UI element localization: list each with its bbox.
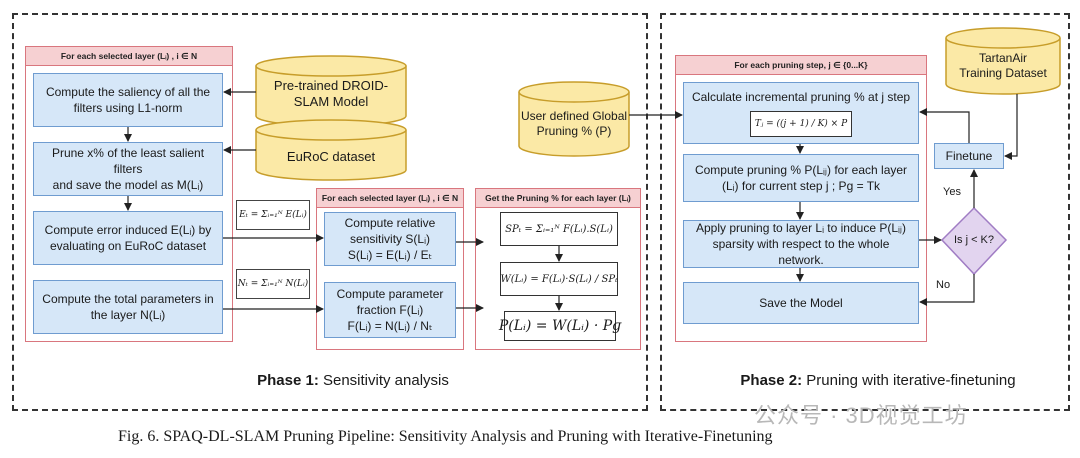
compute-layer-pruning-box: Compute pruning % P(Lᵢⱼ) for each layer … bbox=[683, 154, 919, 202]
relative-sensitivity-box: Compute relative sensitivity S(Lᵢ) S(Lᵢ)… bbox=[324, 212, 456, 266]
incremental-pruning-box: Calculate incremental pruning % at j ste… bbox=[683, 82, 919, 144]
decision-label: Is j < K? bbox=[953, 234, 995, 246]
compute-params-box: Compute the total parameters in the laye… bbox=[33, 280, 223, 334]
phase2-title: Phase 2: Pruning with iterative-finetuni… bbox=[716, 372, 1040, 389]
parameter-fraction-box: Compute parameter fraction F(Lᵢ) F(Lᵢ) =… bbox=[324, 282, 456, 338]
phase1-title-rest: Sensitivity analysis bbox=[318, 372, 449, 389]
phase1-title-bold: Phase 1: bbox=[257, 372, 319, 389]
et-formula: Eₜ = Σᵢ₌₁ᴺ E(Lᵢ) bbox=[236, 200, 310, 230]
tartanair-database-icon bbox=[945, 27, 1061, 95]
weight-formula: W(Lᵢ) = F(Lᵢ)·S(Lᵢ) / SPₜ bbox=[500, 262, 618, 296]
euroc-dataset-label: EuRoC dataset bbox=[286, 148, 376, 164]
incremental-pruning-label: Calculate incremental pruning % at j ste… bbox=[691, 90, 911, 104]
arrow-finetune-to-incremental bbox=[919, 108, 970, 143]
phase2-title-bold: Phase 2: bbox=[740, 372, 803, 389]
figure-caption: Fig. 6. SPAQ-DL-SLAM Pruning Pipeline: S… bbox=[118, 428, 773, 445]
no-label: No bbox=[936, 279, 951, 291]
pruning-step-header: For each pruning step, j ∈ {0...K} bbox=[676, 56, 926, 75]
arrow-tartanair-to-finetune bbox=[1004, 94, 1018, 160]
incremental-formula: Tⱼ = ((j + 1) / K) × P bbox=[750, 111, 852, 138]
prune-filters-box: Prune x% of the least salient filters an… bbox=[33, 142, 223, 196]
nt-formula: Nₜ = Σᵢ₌₁ᴺ N(Lᵢ) bbox=[236, 269, 310, 299]
pruning-percent-header: Get the Pruning % for each layer (Lᵢ) bbox=[476, 189, 640, 208]
finetune-box: Finetune bbox=[934, 143, 1004, 169]
euroc-database-icon bbox=[255, 119, 407, 181]
phase2-title-rest: Pruning with iterative-finetuning bbox=[802, 372, 1016, 389]
spt-formula: SPₜ = Σᵢ₌₁ᴺ F(Lᵢ).S(Lᵢ) bbox=[500, 212, 618, 246]
watermark: 公众号 · 3D视觉工坊 bbox=[754, 403, 968, 428]
sensitivity-loop-header: For each selected layer (Lᵢ) , i ∈ N bbox=[317, 189, 463, 208]
phase2-border bbox=[660, 13, 1070, 411]
droid-database-icon bbox=[255, 55, 407, 127]
droid-model-label: Pre-trained DROID- SLAM Model bbox=[273, 77, 389, 109]
save-model-box: Save the Model bbox=[683, 282, 919, 324]
yes-label: Yes bbox=[943, 186, 961, 198]
apply-pruning-box: Apply pruning to layer Lᵢ to induce P(Lᵢ… bbox=[683, 220, 919, 268]
tartanair-label: TartanAir Training Dataset bbox=[959, 51, 1047, 80]
global-pruning-database-icon bbox=[518, 81, 630, 157]
layer-loop-header: For each selected layer (Lᵢ) , i ∈ N bbox=[26, 47, 232, 66]
phase1-border bbox=[12, 13, 648, 411]
phase1-title: Phase 1: Sensitivity analysis bbox=[240, 372, 466, 389]
arrow-decision-to-save bbox=[919, 274, 975, 306]
compute-error-box: Compute error induced E(Lᵢ) by evaluatin… bbox=[33, 211, 223, 265]
compute-saliency-box: Compute the saliency of all the filters … bbox=[33, 73, 223, 127]
global-pruning-label: User defined Global Pruning % (P) bbox=[520, 109, 628, 138]
pruning-percent-formula: P(Lᵢ) = W(Lᵢ) · Pɡ bbox=[499, 311, 621, 341]
